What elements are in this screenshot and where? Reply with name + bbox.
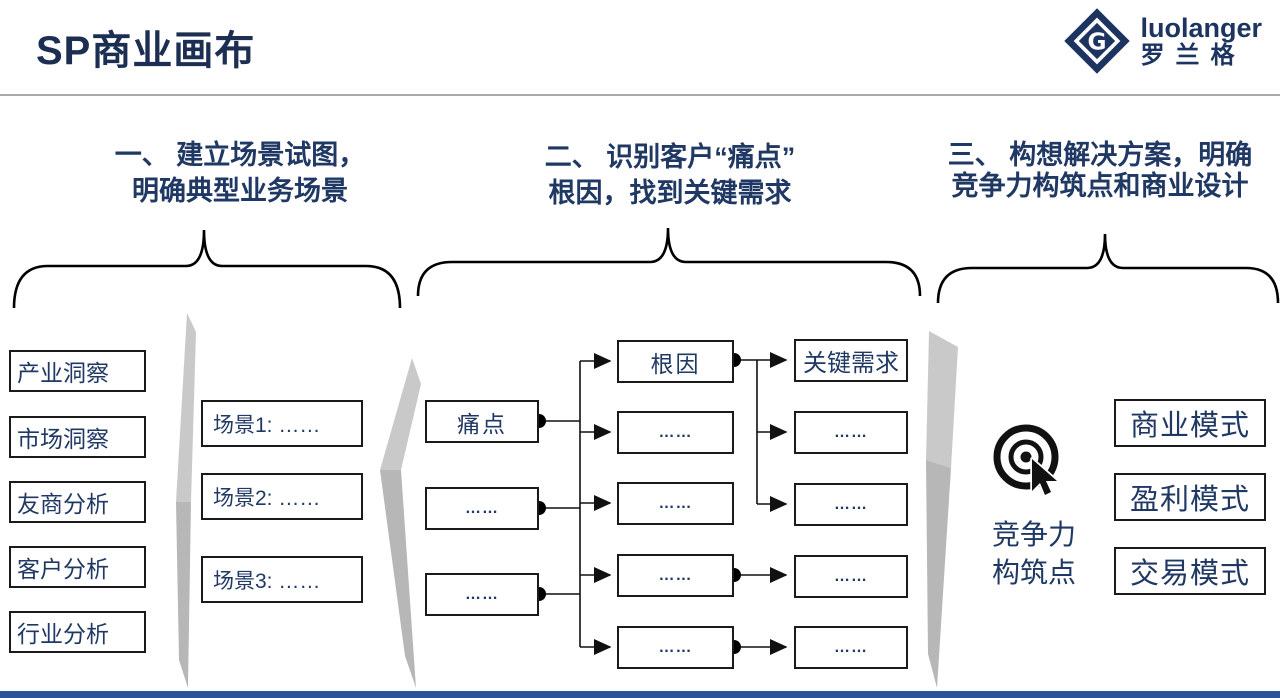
divider-ribbon-2: [380, 358, 421, 688]
phase-3-line2: 竞争力构筑点和商业设计: [951, 171, 1249, 201]
phase-3-line1: 三、 构想解决方案，明确: [947, 140, 1253, 170]
phase-2-header: 二、 识别客户“痛点” 根因，找到关键需求: [490, 139, 850, 211]
root-cause-box-2: ……: [617, 411, 734, 454]
competitiveness-label-line1: 竞争力: [991, 519, 1076, 550]
root-cause-box-4: ……: [617, 554, 734, 597]
key-need-box-3: ……: [794, 483, 908, 526]
root-to-need-connectors: [734, 352, 788, 655]
key-need-box-2: ……: [794, 411, 908, 454]
pain-box-2: ……: [425, 487, 539, 530]
root-cause-box-3: ……: [617, 482, 734, 525]
model-box-profit: 盈利模式: [1114, 473, 1266, 521]
competitiveness-label-line2: 构筑点: [991, 557, 1076, 588]
key-need-box-5: ……: [794, 626, 908, 669]
logo-name: luolanger: [1140, 13, 1262, 44]
model-box-trade: 交易模式: [1114, 547, 1266, 595]
model-box-business: 商业模式: [1114, 399, 1266, 447]
target-cursor-icon: [993, 424, 1059, 497]
pain-box-3: ……: [425, 573, 539, 616]
phase-2-brace: [416, 227, 922, 297]
scenario-box-3: 场景3: ……: [201, 556, 363, 603]
company-logo: G luolanger 罗兰格: [1064, 8, 1262, 74]
insight-box-competitor: 友商分析: [9, 481, 146, 523]
page-title: SP商业画布: [36, 29, 256, 73]
phase-3-header: 三、 构想解决方案，明确 竞争力构筑点和商业设计: [920, 140, 1280, 202]
insight-box-market: 市场洞察: [9, 416, 146, 458]
logo-diamond-icon: G: [1064, 8, 1131, 74]
pain-to-root-connectors: [539, 353, 612, 655]
svg-text:G: G: [1088, 29, 1107, 55]
pain-box-1: 痛点: [425, 400, 539, 443]
phase-2-line1: 二、 识别客户“痛点”: [544, 142, 796, 172]
key-need-box-1: 关键需求: [794, 339, 908, 382]
phase-1-brace: [12, 229, 402, 309]
scenario-box-2: 场景2: ……: [201, 473, 363, 520]
phase-3-brace: [936, 233, 1280, 304]
phase-1-header: 一、 建立场景试图， 明确典型业务场景: [70, 137, 410, 209]
bottom-accent-bar: [0, 691, 1280, 698]
competitiveness-label: 竞争力 构筑点: [972, 516, 1096, 592]
insight-box-sector: 行业分析: [9, 611, 146, 653]
divider-ribbon-1: [176, 313, 196, 688]
scenario-box-1: 场景1: ……: [201, 400, 363, 447]
root-cause-box-5: ……: [617, 626, 734, 669]
phase-1-line1: 一、 建立场景试图，: [114, 140, 366, 170]
title-separator: [0, 94, 1280, 96]
phase-2-line2: 根因，找到关键需求: [548, 178, 792, 208]
logo-name-cn: 罗兰格: [1140, 41, 1246, 69]
divider-ribbon-3: [926, 331, 958, 688]
insight-box-industry: 产业洞察: [9, 350, 146, 392]
phase-1-line2: 明确典型业务场景: [132, 176, 348, 206]
insight-box-customer: 客户分析: [9, 546, 146, 588]
key-need-box-4: ……: [794, 555, 908, 598]
root-cause-box-1: 根因: [617, 340, 734, 383]
